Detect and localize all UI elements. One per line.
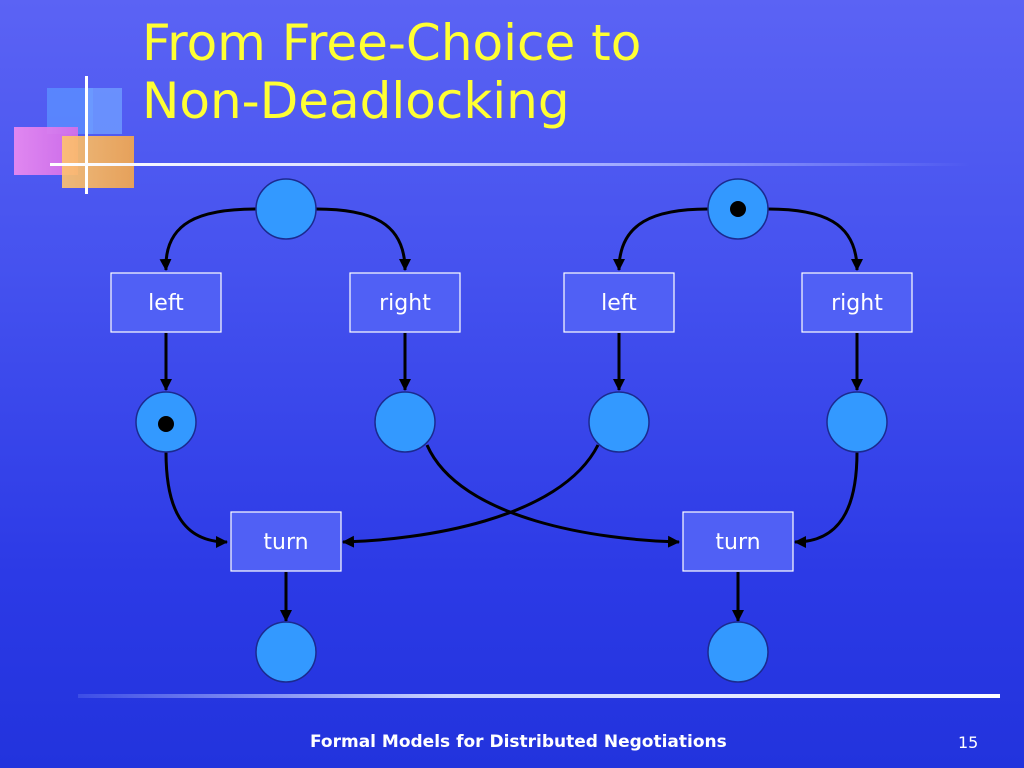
- transition-right-b: [801, 272, 913, 333]
- arc-mid-3-to-turn-a: [342, 444, 600, 548]
- slide-title: From Free-Choice to Non-Deadlocking: [142, 14, 641, 130]
- arc-mid-1-to-turn-a: [164, 451, 228, 548]
- arc-top-b-to-left-b: [613, 207, 709, 271]
- page-number: 15: [958, 733, 979, 752]
- place-mid-2: [374, 391, 436, 453]
- place-bottom-a: [255, 621, 317, 683]
- decorative-vertical-line: [85, 76, 88, 194]
- place-top-a: [255, 178, 317, 240]
- transition-right-a: [349, 272, 461, 333]
- place-mid-4: [826, 391, 888, 453]
- arc-top-a-to-right-a: [315, 207, 411, 271]
- footer-rule: [78, 694, 1000, 698]
- arc-mid-2-to-turn-b: [425, 444, 680, 548]
- place-bottom-b: [707, 621, 769, 683]
- footer-text: Formal Models for Distributed Negotiatio…: [310, 732, 727, 752]
- transition-turn-b: [682, 511, 794, 572]
- transition-left-a: [110, 272, 222, 333]
- transition-turn-a-label: turn: [263, 530, 308, 555]
- decorative-square-orange: [62, 136, 134, 188]
- transition-turn-b-label: turn: [715, 530, 760, 555]
- slide-title-line-2: Non-Deadlocking: [142, 72, 570, 130]
- title-underline: [50, 163, 970, 166]
- transition-right-a-label: right: [379, 291, 431, 316]
- arc-top-b-to-right-b: [767, 207, 863, 271]
- arc-mid-4-to-turn-b: [794, 451, 859, 548]
- arc-top-a-to-left-a: [159, 207, 257, 271]
- decorative-square-light-blue: [88, 88, 122, 134]
- transition-left-b-label: left: [601, 291, 637, 316]
- token-top-b: [730, 201, 746, 217]
- token-mid-1: [158, 416, 174, 432]
- petri-net-diagram: left right left right turn turn: [110, 178, 913, 683]
- slide-title-line-1: From Free-Choice to: [142, 14, 642, 72]
- transition-left-b: [563, 272, 675, 333]
- transition-turn-a: [230, 511, 342, 572]
- transition-right-b-label: right: [831, 291, 883, 316]
- place-mid-3: [588, 391, 650, 453]
- transition-left-a-label: left: [148, 291, 184, 316]
